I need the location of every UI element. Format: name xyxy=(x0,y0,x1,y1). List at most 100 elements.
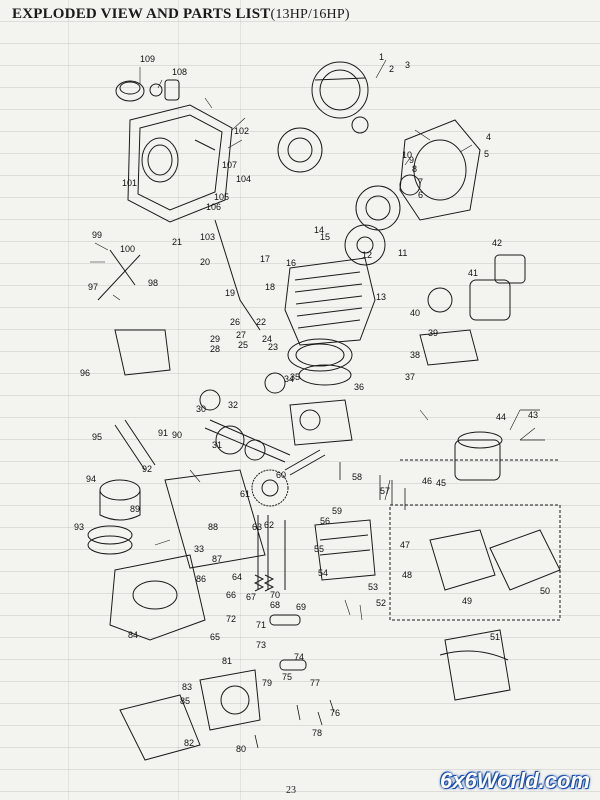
callout-1: 1 xyxy=(379,52,384,62)
callout-89: 89 xyxy=(130,504,140,514)
crankcase-cover-part xyxy=(109,469,266,641)
callout-39: 39 xyxy=(428,328,438,338)
callout-29: 29 xyxy=(210,334,220,344)
carburetor-part xyxy=(419,254,526,481)
callout-12: 12 xyxy=(362,250,372,260)
callout-60: 60 xyxy=(276,470,286,480)
callout-69: 69 xyxy=(296,602,306,612)
oil-sump-part xyxy=(119,669,261,761)
callout-97: 97 xyxy=(88,282,98,292)
callout-95: 95 xyxy=(92,432,102,442)
callout-46: 46 xyxy=(422,476,432,486)
callout-53: 53 xyxy=(368,582,378,592)
callout-101: 101 xyxy=(122,178,137,188)
callout-41: 41 xyxy=(468,268,478,278)
recoil-starter-part xyxy=(277,61,369,173)
callout-87: 87 xyxy=(212,554,222,564)
callout-94: 94 xyxy=(86,474,96,484)
callout-30: 30 xyxy=(196,404,206,414)
callout-91: 91 xyxy=(158,428,168,438)
callout-100: 100 xyxy=(120,244,135,254)
callout-27: 27 xyxy=(236,330,246,340)
callout-71: 71 xyxy=(256,620,266,630)
callout-56: 56 xyxy=(320,516,330,526)
callout-81: 81 xyxy=(222,656,232,666)
callout-2: 2 xyxy=(389,64,394,74)
callout-75: 75 xyxy=(282,672,292,682)
callout-6: 6 xyxy=(418,190,423,200)
callout-109: 109 xyxy=(140,54,155,64)
callout-40: 40 xyxy=(410,308,420,318)
callout-74: 74 xyxy=(294,652,304,662)
title-text: EXPLODED VIEW AND PARTS LIST xyxy=(12,6,271,22)
callout-36: 36 xyxy=(354,382,364,392)
callout-33: 33 xyxy=(194,544,204,554)
callout-76: 76 xyxy=(330,708,340,718)
callout-49: 49 xyxy=(462,596,472,606)
callout-25: 25 xyxy=(238,340,248,350)
muffler-part xyxy=(429,529,561,701)
callout-105: 105 xyxy=(214,192,229,202)
callout-13: 13 xyxy=(376,292,386,302)
callout-11: 11 xyxy=(398,248,407,258)
callout-7: 7 xyxy=(418,177,423,187)
callout-67: 67 xyxy=(246,592,256,602)
callout-58: 58 xyxy=(352,472,362,482)
callout-21: 21 xyxy=(172,237,182,247)
flywheel-part xyxy=(344,174,421,266)
callout-22: 22 xyxy=(256,317,266,327)
callout-104: 104 xyxy=(236,174,251,184)
callout-77: 77 xyxy=(310,678,320,688)
callout-68: 68 xyxy=(270,600,280,610)
callout-17: 17 xyxy=(260,254,270,264)
callout-15: 15 xyxy=(320,232,330,242)
callout-57: 57 xyxy=(380,486,390,496)
callout-23: 23 xyxy=(268,342,278,352)
callout-43: 43 xyxy=(528,410,538,420)
camshaft-part xyxy=(251,449,326,507)
callout-3: 3 xyxy=(405,60,410,70)
callout-93: 93 xyxy=(74,522,84,532)
callout-42: 42 xyxy=(492,238,502,248)
exploded-view-diagram: 1 2 3 4 5 6 7 8 9 10 11 12 13 14 15 16 1… xyxy=(74,52,561,761)
callout-85: 85 xyxy=(180,696,190,706)
callout-84: 84 xyxy=(128,630,138,640)
callout-10: 10 xyxy=(402,150,412,160)
callout-62: 62 xyxy=(264,520,274,530)
callout-61: 61 xyxy=(240,489,250,499)
callout-9: 9 xyxy=(409,155,414,165)
callout-65: 65 xyxy=(210,632,220,642)
fuel-tank-part xyxy=(127,104,233,223)
callout-54: 54 xyxy=(318,568,328,578)
callout-50: 50 xyxy=(540,586,550,596)
callout-48: 48 xyxy=(402,570,412,580)
callout-16: 16 xyxy=(286,258,296,268)
callout-64: 64 xyxy=(232,572,242,582)
governor-linkage-part xyxy=(97,219,261,376)
crankshaft-part xyxy=(199,372,291,463)
callout-5: 5 xyxy=(484,149,489,159)
callout-83: 83 xyxy=(182,682,192,692)
cylinder-block-part xyxy=(284,257,376,386)
fan-housing-part xyxy=(399,119,481,221)
callout-52: 52 xyxy=(376,598,386,608)
callout-70: 70 xyxy=(270,590,280,600)
callout-106: 106 xyxy=(206,202,221,212)
callout-55: 55 xyxy=(314,544,324,554)
callout-82: 82 xyxy=(184,738,194,748)
callout-59: 59 xyxy=(332,506,342,516)
callout-66: 66 xyxy=(226,590,236,600)
callout-79: 79 xyxy=(262,678,272,688)
watermark-logo: 6x6World.com xyxy=(440,768,590,793)
valve-train-part xyxy=(253,515,307,671)
callout-19: 19 xyxy=(225,288,235,298)
callout-73: 73 xyxy=(256,640,266,650)
callout-34: 34 xyxy=(284,374,294,384)
callout-102: 102 xyxy=(234,126,249,136)
callout-80: 80 xyxy=(236,744,246,754)
callout-28: 28 xyxy=(210,344,220,354)
callout-98: 98 xyxy=(148,278,158,288)
callout-24: 24 xyxy=(262,334,272,344)
callout-107: 107 xyxy=(222,160,237,170)
